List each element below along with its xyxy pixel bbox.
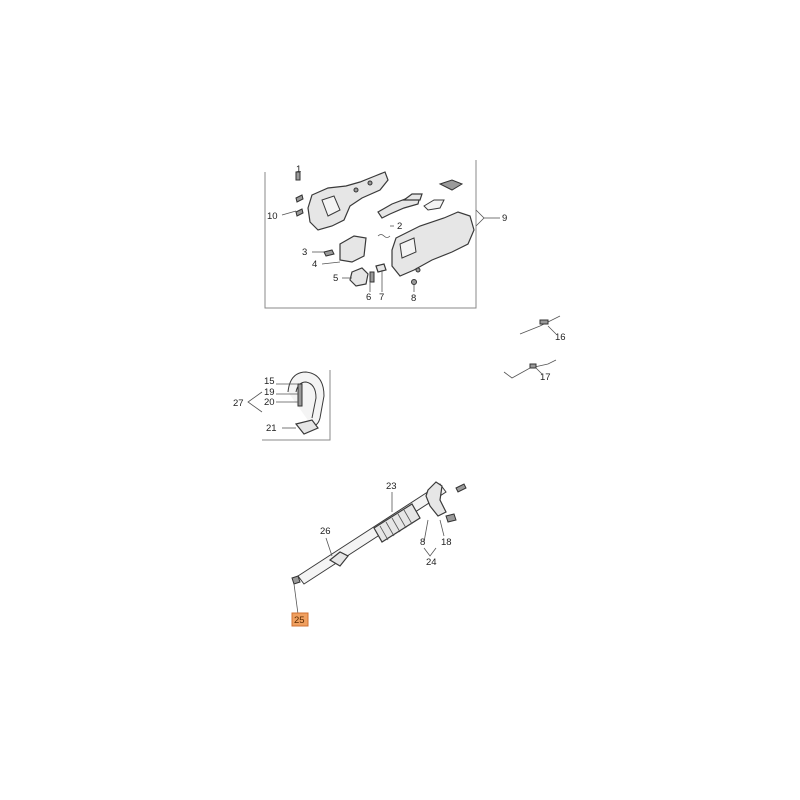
callout-23[interactable]: 23 xyxy=(386,481,397,492)
right-handle-half xyxy=(391,211,475,277)
grip-23 xyxy=(373,503,421,543)
part-3 xyxy=(323,249,335,257)
handle-assembly-group xyxy=(264,160,500,309)
callout-15[interactable]: 15 xyxy=(264,376,275,387)
callout-9[interactable]: 9 xyxy=(502,213,507,224)
callout-19[interactable]: 19 xyxy=(264,387,275,398)
screw-10-set xyxy=(281,171,304,217)
callout-6[interactable]: 6 xyxy=(366,292,371,303)
grip-ribs xyxy=(379,509,413,541)
callout-8-bottom[interactable]: 8 xyxy=(420,537,425,548)
callout-labels: 1 10 2 3 4 5 6 7 8 9 16 17 15 19 20 27 2… xyxy=(233,164,566,627)
callout-3[interactable]: 3 xyxy=(302,247,307,258)
part-7 xyxy=(375,263,387,273)
left-handle-half xyxy=(307,171,389,231)
callout-1[interactable]: 1 xyxy=(296,164,301,175)
callout-5[interactable]: 5 xyxy=(333,273,338,284)
callout-26[interactable]: 26 xyxy=(320,526,331,537)
callout-27[interactable]: 27 xyxy=(233,398,244,409)
trigger-parts xyxy=(377,179,464,219)
loop-handle-group xyxy=(247,370,331,441)
callout-18[interactable]: 18 xyxy=(441,537,452,548)
cable-16 xyxy=(519,315,561,335)
callout-21[interactable]: 21 xyxy=(266,423,277,434)
spring-2 xyxy=(377,225,394,238)
callout-4[interactable]: 4 xyxy=(312,259,317,270)
callout-20[interactable]: 20 xyxy=(264,397,275,408)
screw-8-top xyxy=(411,279,417,285)
callout-7[interactable]: 7 xyxy=(379,292,384,303)
callout-8-top[interactable]: 8 xyxy=(411,293,416,304)
clamp-26 xyxy=(328,551,349,567)
bracket-9 xyxy=(475,209,485,227)
callout-2[interactable]: 2 xyxy=(397,221,402,232)
cable-17 xyxy=(503,359,557,379)
callout-17[interactable]: 17 xyxy=(540,372,551,383)
part-5 xyxy=(349,267,369,287)
callout-25[interactable]: 25 xyxy=(294,615,305,626)
callout-25-highlight xyxy=(291,612,309,627)
part-4 xyxy=(339,235,367,263)
handle-group-frame xyxy=(264,160,477,309)
drive-tube-assembly xyxy=(291,481,467,615)
callout-24[interactable]: 24 xyxy=(426,557,437,568)
bracket-24 xyxy=(425,481,447,517)
part-6 xyxy=(369,271,375,283)
callout-10[interactable]: 10 xyxy=(267,211,278,222)
clamp-21 xyxy=(294,419,319,435)
callout-16[interactable]: 16 xyxy=(555,332,566,343)
loop-bolt xyxy=(297,383,303,407)
drive-shaft-end xyxy=(291,575,301,585)
